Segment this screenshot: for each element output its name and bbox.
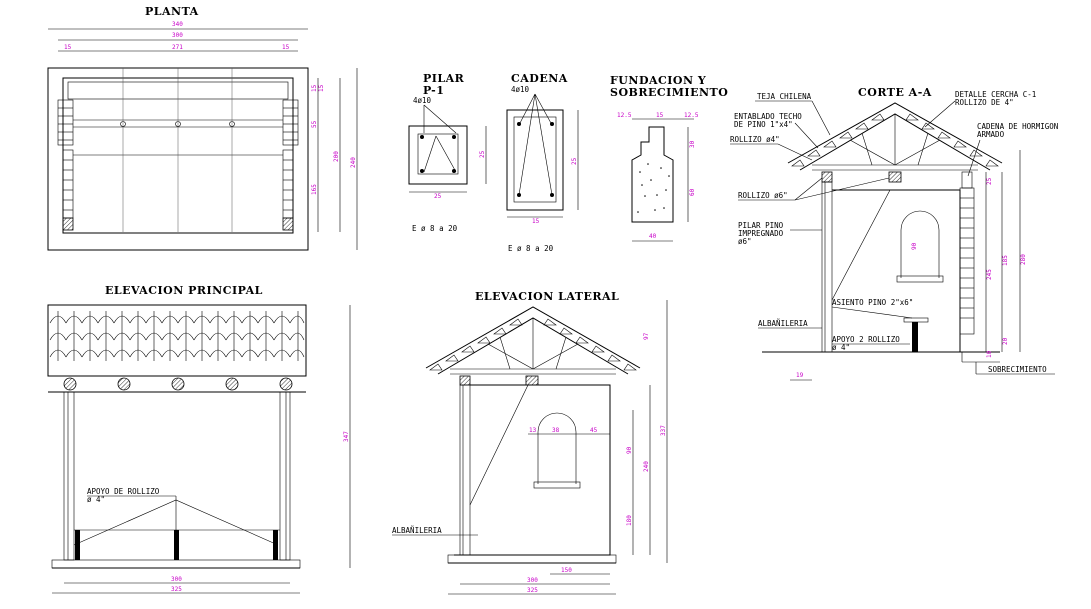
pilar-subtitle: P-1 xyxy=(423,84,444,97)
section-dim-19: 19 xyxy=(796,372,804,379)
plan-dim-center: 271 xyxy=(172,44,183,51)
front-elevation: ELEVACION PRINCIPAL APOYO DE ROLLIZO ø 4… xyxy=(47,284,351,594)
plan-dim-total: 340 xyxy=(172,21,183,28)
fund-dim-w: 40 xyxy=(649,233,657,240)
cadena-dim-w: 15 xyxy=(532,218,540,225)
label-apoyo-elev-2: ø 4" xyxy=(87,495,105,504)
label-entablado-2: DE PINO 1"x4" xyxy=(734,120,793,129)
label-pilar-pino-2: IMPREGNADO xyxy=(738,229,784,238)
section-dim-185: 185 xyxy=(1002,255,1009,266)
fundacion-title: FUNDACION Y xyxy=(610,74,706,87)
cadena-detail: CADENA 4ø10 15 25 E ø 8 a 20 xyxy=(506,72,579,253)
side-dim-w1: 300 xyxy=(527,577,538,584)
label-sobrecimiento: SOBRECIMIENTO xyxy=(988,365,1047,374)
side-roof-tiles xyxy=(429,318,637,371)
label-asiento: ASIENTO PINO 2"x6" xyxy=(832,298,913,307)
section-dim-280: 280 xyxy=(1020,254,1027,265)
fund-dim-d: 30 xyxy=(689,140,696,148)
plan-dim-right: 15 xyxy=(282,44,290,51)
label-detalle-2: ROLLIZO DE 4" xyxy=(955,98,1014,107)
section-title: CORTE A-A xyxy=(858,86,932,99)
front-dim-w2: 325 xyxy=(171,586,182,593)
plan-dim-v6: 240 xyxy=(350,157,357,168)
label-pilar-pino-3: ø6" xyxy=(738,237,752,246)
fund-dim-a: 12.5 xyxy=(617,112,632,119)
cadena-stirrup-label: E ø 8 a 20 xyxy=(508,244,554,253)
pilar-detail: PILAR P-1 4ø10 25 25 E ø 8 a 20 xyxy=(408,72,487,233)
side-dim-13: 13 xyxy=(529,427,537,434)
side-dim-180: 180 xyxy=(626,515,633,526)
cadena-bars-label: 4ø10 xyxy=(511,85,530,94)
side-dim-97: 97 xyxy=(643,332,650,340)
section-dim-20: 20 xyxy=(1002,337,1009,345)
pilar-dim-w: 25 xyxy=(434,193,442,200)
label-albanileria: ALBAÑILERIA xyxy=(758,319,808,328)
label-teja: TEJA CHILENA xyxy=(757,92,812,101)
side-dim-150: 150 xyxy=(561,567,572,574)
front-elevation-title: ELEVACION PRINCIPAL xyxy=(105,284,263,297)
section-dim-10: 10 xyxy=(986,350,993,358)
plan-dim-v3: 55 xyxy=(311,120,318,128)
fundacion-detail: FUNDACION Y SOBRECIMIENTO 12.5 15 12.5 3… xyxy=(610,74,728,242)
plan-dim-v2: 15 xyxy=(318,84,325,92)
side-dim-38: 38 xyxy=(552,427,560,434)
cadena-dim-h: 25 xyxy=(571,157,578,165)
front-roof-tiles xyxy=(49,311,305,361)
fund-dim-e: 60 xyxy=(689,188,696,196)
fund-dim-c: 12.5 xyxy=(684,112,699,119)
label-cadena-h-1: CADENA DE HORMIGON xyxy=(977,122,1058,131)
pilar-dim-h: 25 xyxy=(479,150,486,158)
label-apoyo-elev-1: APOYO DE ROLLIZO xyxy=(87,487,160,496)
fund-dim-b: 15 xyxy=(656,112,664,119)
fundacion-subtitle: SOBRECIMIENTO xyxy=(610,86,728,99)
plan-dim-inner: 300 xyxy=(172,32,183,39)
plan-dim-v5: 200 xyxy=(333,151,340,162)
front-dim-w1: 300 xyxy=(171,576,182,583)
section-dim-90: 90 xyxy=(911,242,918,250)
plan-dim-v1: 15 xyxy=(311,84,318,92)
plan-view: PLANTA 340 300 15 271 15 xyxy=(47,5,358,251)
front-dim-h: 347 xyxy=(343,431,350,442)
cadena-title: CADENA xyxy=(511,72,568,85)
pilar-stirrup-label: E ø 8 a 20 xyxy=(412,224,458,233)
plan-dim-v4: 165 xyxy=(311,184,318,195)
side-elevation-title: ELEVACION LATERAL xyxy=(475,290,619,303)
label-entablado-1: ENTABLADO TECHO xyxy=(734,112,802,121)
side-dim-45: 45 xyxy=(590,427,598,434)
plan-dim-left: 15 xyxy=(64,44,72,51)
label-rollizo-6: ROLLIZO ø6" xyxy=(738,191,788,200)
side-dim-337: 337 xyxy=(660,425,667,436)
side-dim-240: 240 xyxy=(643,461,650,472)
side-dim-90: 90 xyxy=(626,446,633,454)
label-apoyo-corte-2: ø 4" xyxy=(832,343,850,352)
pilar-bars-label: 4ø10 xyxy=(413,96,432,105)
section-brick-column xyxy=(960,197,974,319)
pilar-title: PILAR xyxy=(423,72,465,85)
section-dim-25: 25 xyxy=(986,177,993,185)
label-rollizo-4: ROLLIZO ø4" xyxy=(730,135,780,144)
label-apoyo-corte-1: APOYO 2 ROLLIZO xyxy=(832,335,900,344)
section-view: CORTE A-A xyxy=(730,86,1058,381)
label-cadena-h-2: ARMADO xyxy=(977,130,1005,139)
fund-concrete-dots xyxy=(637,163,670,213)
label-pilar-pino-1: PILAR PINO xyxy=(738,221,784,230)
label-albanileria-side: ALBAÑILERIA xyxy=(392,526,442,535)
section-roof-tiles xyxy=(791,113,999,167)
label-detalle-1: DETALLE CERCHA C-1 xyxy=(955,90,1036,99)
side-elevation: ELEVACION LATERAL 13 38 45 ALBAÑILERIA xyxy=(392,290,668,595)
section-dim-245: 245 xyxy=(986,269,993,280)
side-dim-w2: 325 xyxy=(527,587,538,594)
plan-title: PLANTA xyxy=(145,5,199,18)
